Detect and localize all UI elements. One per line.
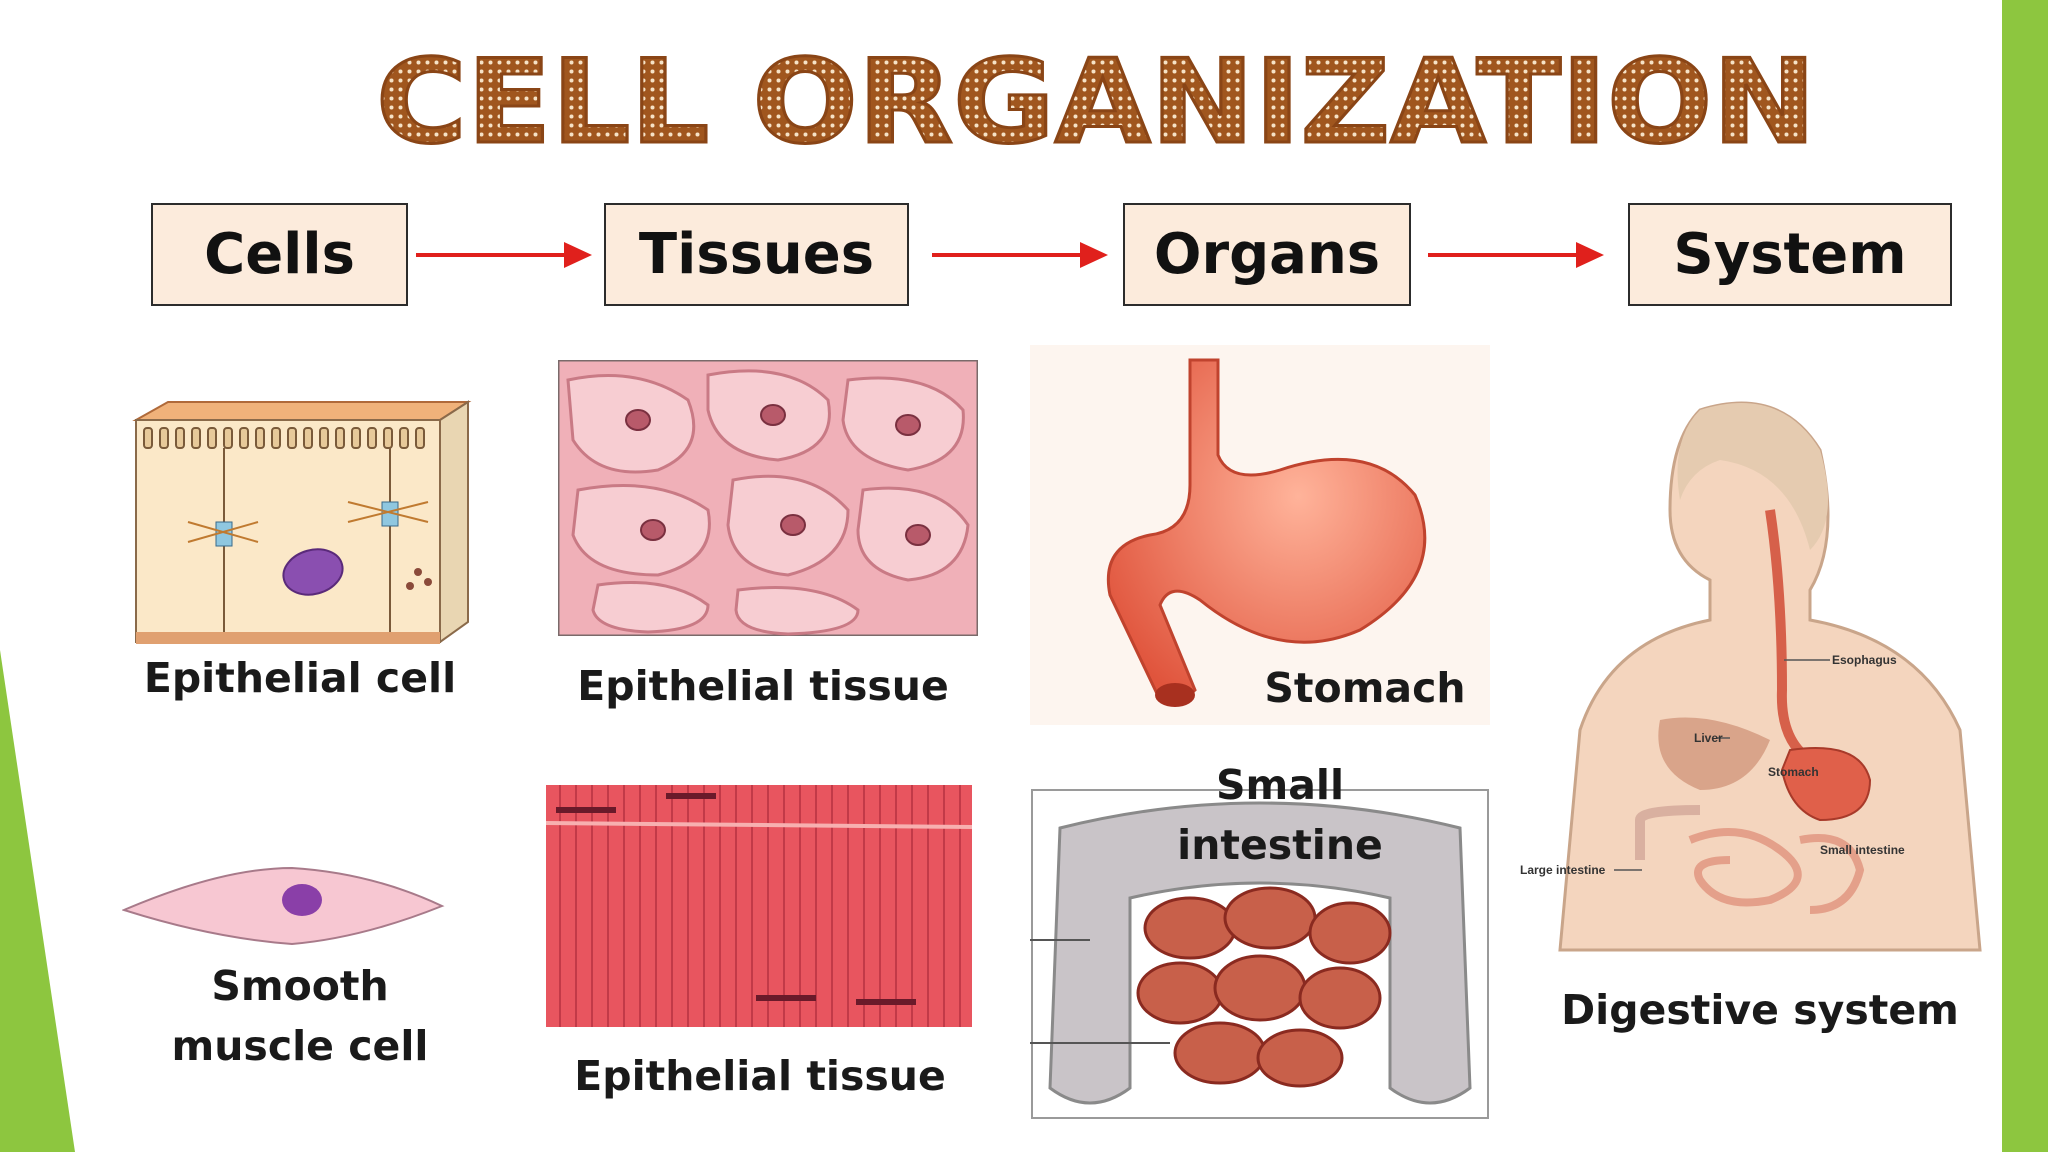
caption-digestive-system: Digestive system xyxy=(1530,980,1990,1040)
muscle-tissue-image xyxy=(546,785,972,1027)
right-green-bar xyxy=(2002,0,2048,1152)
page-title: CELL ORGANIZATION xyxy=(0,40,2048,170)
arrow-cells-to-tissues xyxy=(414,230,594,280)
label-small-intestine: Small intestine xyxy=(1820,843,1905,857)
left-green-accent xyxy=(0,0,80,1152)
label-esophagus: Esophagus xyxy=(1832,653,1897,667)
caption-small-intestine-line1: Small xyxy=(1120,755,1440,815)
step-system: System xyxy=(1628,203,1952,306)
caption-epithelial-tissue-bottom: Epithelial tissue xyxy=(540,1046,980,1106)
epithelial-cell-image xyxy=(128,392,478,652)
step-tissues-label: Tissues xyxy=(639,222,874,287)
title-text: CELL ORGANIZATION xyxy=(376,40,1816,170)
step-cells: Cells xyxy=(151,203,408,306)
step-tissues: Tissues xyxy=(604,203,909,306)
label-liver: Liver xyxy=(1694,731,1723,745)
epithelial-tissue-image xyxy=(558,360,978,636)
caption-epithelial-tissue-top: Epithelial tissue xyxy=(548,656,978,716)
digestive-system-image: Esophagus Liver Stomach Small intestine … xyxy=(1520,390,2000,990)
caption-small-intestine-line2: intestine xyxy=(1120,815,1440,875)
step-system-label: System xyxy=(1673,222,1906,287)
step-organs-label: Organs xyxy=(1154,222,1380,287)
caption-smooth-muscle-line2: muscle cell xyxy=(120,1016,480,1076)
caption-smooth-muscle-line1: Smooth xyxy=(120,956,480,1016)
step-organs: Organs xyxy=(1123,203,1411,306)
arrow-tissues-to-organs xyxy=(930,230,1110,280)
caption-stomach: Stomach xyxy=(1240,658,1490,718)
caption-epithelial-cell: Epithelial cell xyxy=(120,648,480,708)
arrow-organs-to-system xyxy=(1426,230,1606,280)
smooth-muscle-cell-image xyxy=(122,858,452,958)
label-large-intestine: Large intestine xyxy=(1520,863,1606,877)
label-stomach: Stomach xyxy=(1768,765,1819,779)
step-cells-label: Cells xyxy=(204,222,355,287)
